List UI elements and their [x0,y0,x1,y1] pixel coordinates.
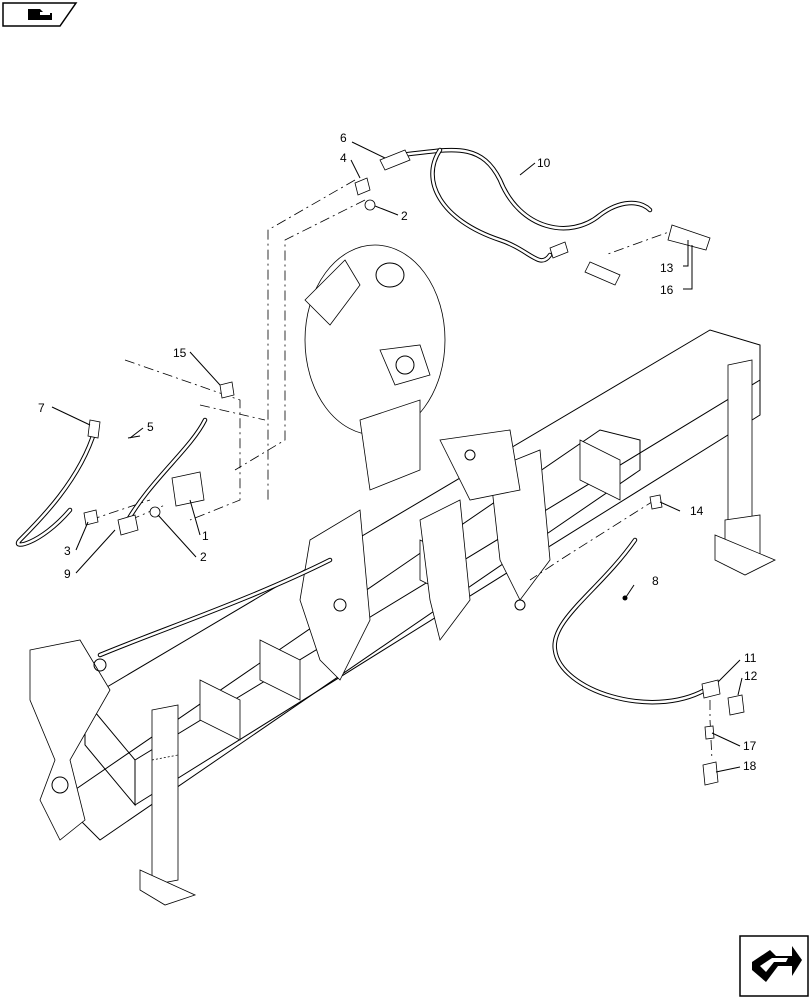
callout-2-upper: 2 [401,209,408,223]
fitting-14 [649,494,663,510]
callout-2-lower: 2 [200,550,207,564]
callout-8: 6 [340,131,347,145]
hose-11 [552,537,721,705]
callout-14: 14 [690,504,704,518]
fittings [83,177,745,786]
hose-7 [15,419,101,547]
fitting-3 [83,509,99,526]
tag-18 [702,761,719,786]
fitting-2-lower [149,506,161,518]
callout-10: 10 [537,156,551,170]
hose-lower [97,557,333,658]
callout-16: 16 [660,283,674,297]
fitting-2-upper [364,199,376,211]
fitting-15 [219,381,235,399]
callout-13: 13 [660,261,674,275]
hose-10 [379,147,711,286]
reel-assembly [304,244,446,491]
part-17 [704,725,715,740]
fitting-12 [727,694,745,716]
callout-4: 4 [340,151,347,165]
fitting-4 [354,177,371,196]
callout-11: 11 [744,651,757,665]
callout-6: 8 [652,574,659,588]
callout-15: 15 [173,346,187,360]
callout-1: 1 [202,529,209,543]
next-page-arrow-icon[interactable] [739,935,809,997]
leader-lines [51,141,743,773]
callout-12: 12 [744,669,758,683]
callout-17: 17 [743,739,757,753]
callout-5: 5 [147,420,154,434]
view-orientation-icon[interactable] [2,2,78,27]
hose-9 [117,417,208,536]
callout-7: 7 [38,401,45,415]
callout-3: 3 [64,544,71,558]
block-1 [171,471,205,507]
callout-9: 9 [64,567,71,581]
toolbar-frame [29,329,776,906]
callouts: 6 4 2 10 13 16 15 7 5 1 2 3 9 14 8 11 12… [38,131,758,773]
callout-18: 18 [743,759,757,773]
